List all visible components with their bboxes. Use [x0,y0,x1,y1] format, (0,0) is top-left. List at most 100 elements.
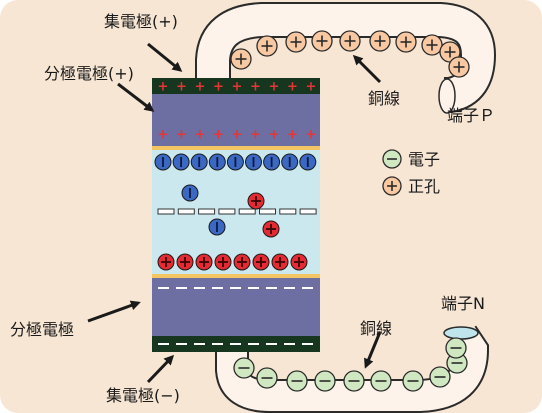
legend: 電子 正孔 [382,149,440,196]
plus-mark: + [250,80,261,95]
hole-symbol [311,30,333,52]
blue-ion [226,153,244,171]
red-ion [233,253,251,271]
arrow-wire-top [352,54,382,84]
hole-symbol [395,31,417,53]
minus-mark [194,343,205,345]
adsorbed-blue-ions [154,153,317,171]
adsorbed-red-ions [157,253,308,271]
blue-ion [181,184,199,202]
arrow-polar-bottom [87,300,141,323]
plus-mark: + [269,80,280,95]
electron-symbol [233,357,255,379]
arrow-wire-bottom [364,331,382,369]
legend-electron-label: 電子 [408,150,440,169]
plus-mark: + [232,80,243,95]
red-ion [290,253,308,271]
blue-ion [299,153,317,171]
capacitor-stack [152,78,320,352]
hole-symbol [256,35,278,57]
plus-mark: + [287,80,298,95]
plus-mark: + [250,128,261,143]
minus-mark [194,287,205,289]
membrane-dash [259,208,276,215]
blue-ion [245,153,262,171]
electrode-bottom [152,278,320,336]
red-ion [271,253,289,271]
membrane-dash [299,208,317,215]
hole-symbol [369,30,391,52]
membrane-dash [177,208,195,215]
membrane-dash [157,208,175,215]
minus-mark [302,287,313,289]
hole-symbol [285,31,307,53]
plus-mark: + [176,80,187,95]
red-ion [214,253,232,271]
hole-symbol [448,56,470,78]
blue-ion [208,153,226,171]
electrode-top [152,94,320,146]
hole-symbol [382,176,402,196]
red-ion [176,253,194,271]
minus-mark [266,287,277,289]
label-terminal-p: 端子Ｐ [447,106,495,125]
electron-symbol [382,149,402,169]
label-terminal-n: 端子N [441,294,485,313]
legend-hole-label: 正孔 [408,177,440,196]
arrow-collector-bottom [146,354,175,384]
electron-symbol [445,337,467,359]
electron-symbol [343,370,365,392]
minus-mark [248,343,259,345]
blue-ion [281,153,299,171]
minus-mark [284,343,295,345]
plus-mark: + [213,128,224,143]
plus-mark: + [213,80,224,95]
plus-mark: + [306,128,317,143]
collector-minus-marks [158,343,313,345]
label-wire-bottom: 銅線 [360,319,392,338]
electron-symbols [233,337,468,392]
electrode-plus-marks: +++++++++ [158,128,317,143]
red-ion [157,253,175,271]
membrane-dash [218,208,236,215]
minus-mark [230,287,241,289]
plus-mark: + [176,128,187,143]
arrow-polar-top [117,82,155,112]
minus-mark [176,343,187,345]
electron-symbol [314,370,336,392]
minus-mark [284,287,295,289]
plus-mark: + [269,128,280,143]
plus-mark: + [306,80,317,95]
plus-mark: + [195,128,206,143]
label-collector-top: 集電極(+) [104,12,178,31]
bottom-wire-tube-fill [217,326,488,411]
plus-mark: + [287,128,298,143]
hole-symbol [230,48,252,70]
collector-top [152,78,320,94]
label-polar-bottom: 分極電極 [10,320,74,339]
electron-symbol [402,370,424,392]
plus-mark: + [158,80,169,95]
membrane-dashes [157,208,317,215]
minus-mark [248,287,259,289]
plus-mark: + [195,80,206,95]
blue-ion [154,153,172,171]
minus-mark [230,343,241,345]
plus-mark: + [158,128,169,143]
separator-top [152,146,320,150]
collector-plus-marks: + + + + + + + + + [158,80,317,95]
blue-ion [208,218,226,236]
label-collector-bottom: 集電極(−) [106,386,180,405]
minus-mark [158,287,169,289]
red-ion [195,253,213,271]
separator-bottom [152,274,320,278]
electron-symbol [286,370,308,392]
membrane-dash [279,208,297,215]
electron-symbol [370,370,392,392]
terminal-p-end [438,78,456,114]
minus-mark [176,287,187,289]
terminal-n-end [443,326,479,340]
label-polar-top: 分極電極(+) [44,64,134,83]
